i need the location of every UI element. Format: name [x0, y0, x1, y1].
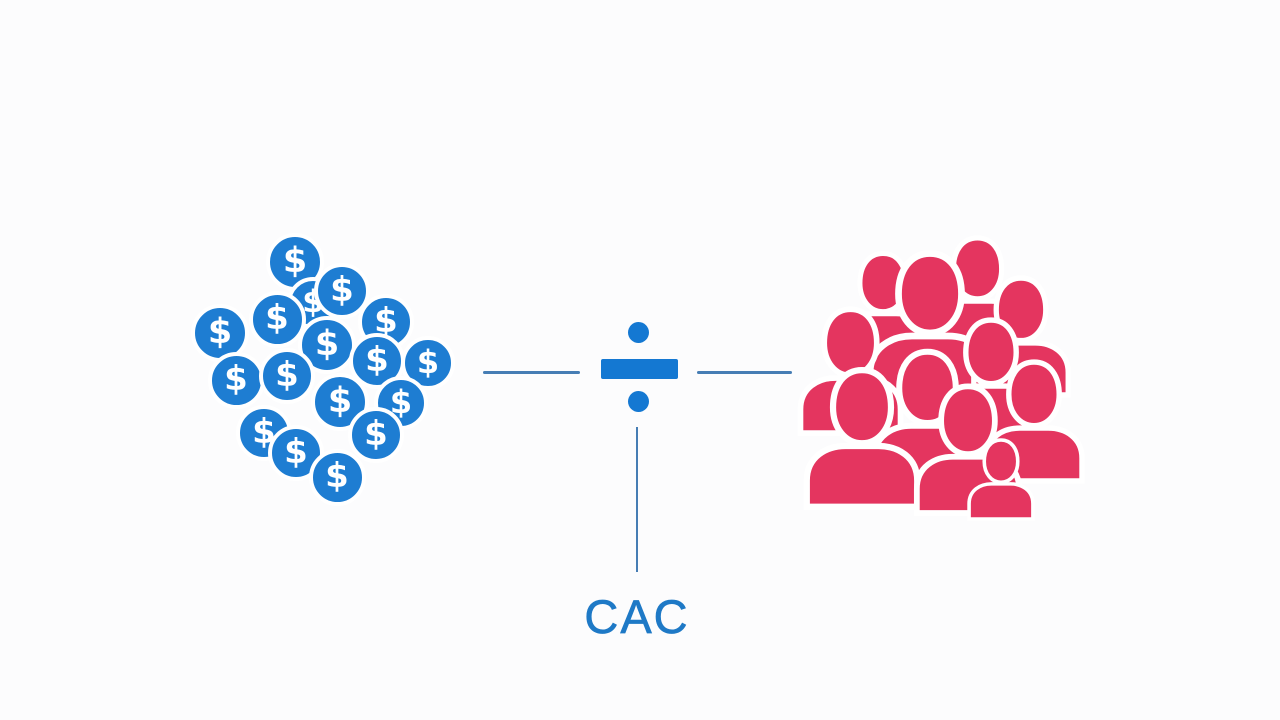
division-dot-bottom-icon	[628, 391, 649, 412]
dollar-coin-icon: $	[311, 373, 369, 431]
person-head	[895, 250, 965, 337]
dollar-sign: $	[284, 432, 308, 472]
dollar-coin-icon: $	[259, 348, 315, 404]
person-head	[993, 275, 1049, 344]
person-shoulders	[983, 425, 1085, 484]
left-connector-line	[483, 371, 580, 374]
dollar-sign: $	[224, 359, 248, 399]
dollar-sign: $	[275, 355, 299, 395]
person-head	[1006, 359, 1062, 429]
dollar-sign: $	[330, 270, 354, 310]
person-icon	[866, 250, 994, 406]
dollar-coin-icon: $	[266, 233, 324, 291]
result-label: CAC	[584, 590, 690, 644]
person-shoulders	[836, 311, 930, 365]
person-shoulders	[870, 422, 985, 489]
dollar-sign: $	[314, 323, 340, 364]
person-icon	[971, 275, 1071, 398]
dollar-coin-icon: $	[268, 425, 324, 481]
dollar-coin-icon: $	[401, 336, 455, 390]
dollar-sign: $	[265, 298, 289, 338]
person-shoulders	[803, 442, 921, 510]
dollar-coin-icon: $	[236, 405, 292, 461]
dollar-coin-icon: $	[248, 290, 306, 348]
right-connector-line	[697, 371, 792, 374]
dollar-sign: $	[389, 383, 413, 421]
dollar-sign: $	[374, 301, 398, 341]
person-head	[821, 306, 880, 379]
person-icon	[913, 383, 1023, 516]
dollar-coin-icon: $	[298, 316, 356, 374]
person-head	[950, 235, 1005, 302]
dollar-sign: $	[252, 412, 276, 452]
dollar-sign: $	[207, 311, 233, 352]
dollar-sign: $	[327, 380, 353, 421]
result-connector-line	[636, 427, 638, 572]
person-head	[938, 383, 998, 458]
person-shoulders	[967, 482, 1035, 521]
dollar-coin-icon: $	[191, 304, 249, 362]
dollar-sign: $	[325, 456, 349, 496]
person-head	[896, 348, 959, 427]
dollar-coin-icon: $	[207, 351, 265, 409]
person-shoulders	[913, 453, 1023, 516]
dollar-sign: $	[302, 283, 324, 320]
person-shoulders	[971, 340, 1071, 398]
division-dot-top-icon	[628, 322, 649, 343]
person-icon	[870, 348, 985, 489]
person-head	[982, 438, 1020, 485]
person-shoulders	[797, 375, 904, 436]
dollar-coin-icon: $	[348, 407, 404, 463]
person-shoulders	[940, 383, 1042, 442]
person-icon	[803, 367, 921, 510]
dollar-coin-icon: $	[308, 448, 366, 506]
person-icon	[928, 235, 1027, 355]
person-icon	[836, 251, 930, 365]
dollar-sign: $	[416, 343, 440, 381]
person-shoulders	[866, 332, 994, 406]
dollar-coin-icon: $	[349, 333, 405, 389]
person-icon	[983, 359, 1085, 484]
dollar-sign: $	[365, 340, 389, 380]
dollar-sign: $	[282, 240, 308, 281]
person-shoulders	[928, 298, 1027, 355]
person-icon	[797, 306, 904, 436]
person-head	[857, 251, 909, 315]
dollar-coin-icon: $	[374, 376, 428, 430]
person-head	[963, 317, 1019, 387]
person-head	[829, 367, 895, 447]
division-bar-icon	[601, 359, 678, 379]
dollar-coin-icon: $	[358, 294, 414, 350]
person-icon	[967, 438, 1035, 521]
dollar-coin-icon: $	[287, 277, 339, 329]
dollar-sign: $	[364, 414, 388, 454]
person-icon	[940, 317, 1042, 442]
dollar-coin-icon: $	[314, 263, 370, 319]
